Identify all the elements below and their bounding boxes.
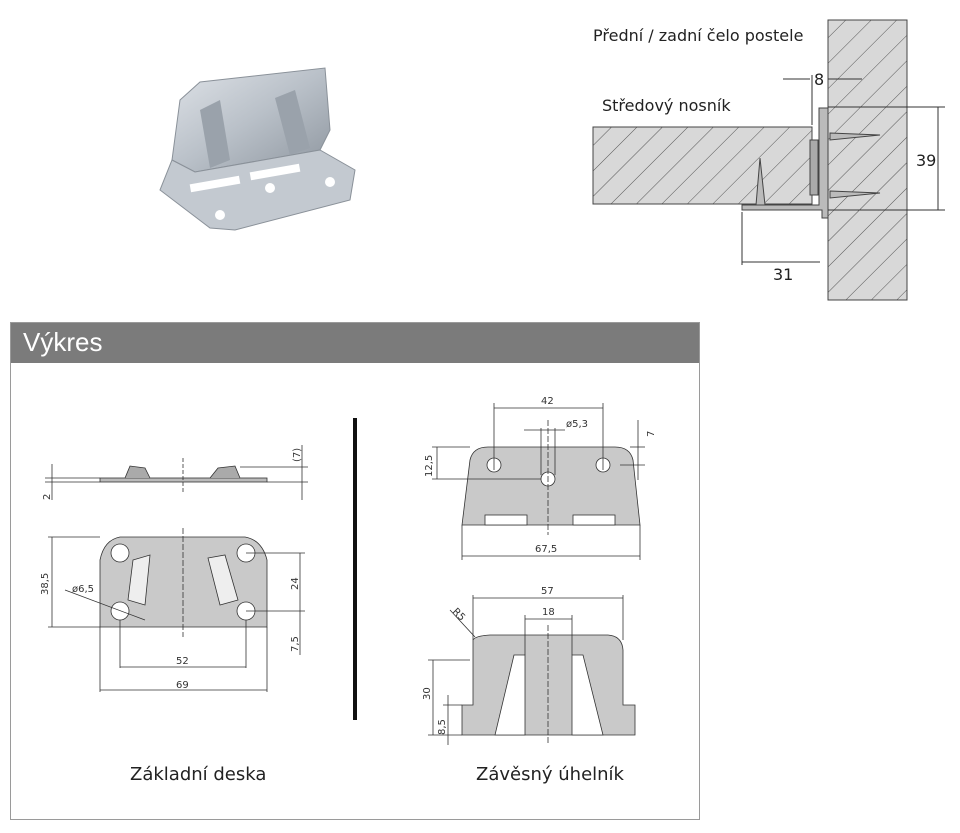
dim-hole-spacing-v: 24	[290, 577, 301, 590]
dim-thickness: 2	[42, 494, 53, 500]
dim-width: 67,5	[535, 544, 557, 555]
center-beam	[592, 126, 813, 205]
dim-height-ref: (7)	[292, 448, 303, 462]
dim-center-width: 18	[542, 607, 555, 618]
section-title: Výkres	[23, 327, 103, 357]
dim-width-top: 57	[541, 586, 554, 597]
dim-height: 38,5	[40, 573, 51, 595]
base-plate-caption: Základní deska	[130, 764, 267, 785]
dim-width: 69	[176, 680, 189, 691]
section-header: Výkres	[11, 323, 699, 363]
dim-height: 30	[422, 687, 433, 700]
dim-height: 39	[916, 151, 936, 170]
dim-offset-top: 7	[646, 431, 657, 437]
product-photo	[159, 67, 356, 231]
hanging-angle-drawing: 42 ø5,3 7 12,5 67,5 57 18 R5 30 8,5	[422, 396, 657, 745]
dim-base-height: 8,5	[437, 719, 448, 735]
drawing-section: Výkres	[10, 322, 700, 820]
dim-radius: R5	[450, 606, 467, 623]
dim-hole-dia: ø5,3	[566, 419, 588, 430]
hanging-angle-caption: Závěsný úhelník	[476, 764, 624, 785]
dim-hole-spacing-h: 52	[176, 656, 189, 667]
dim-gap: 8	[814, 70, 824, 89]
installation-diagram: Přední / zadní čelo postele Středový nos…	[592, 19, 945, 301]
label-front-back: Přední / zadní čelo postele	[593, 26, 803, 45]
base-plate-drawing: 2 (7) 38,5 ø6,5 24 7,5 52 69	[40, 445, 308, 692]
bed-end-wall	[827, 19, 908, 301]
dim-hole-offset: 12,5	[424, 455, 435, 477]
divider-line	[353, 418, 357, 720]
dim-hole-dia: ø6,5	[72, 584, 94, 595]
dim-depth: 31	[773, 265, 793, 284]
dim-hole-spacing: 42	[541, 396, 554, 407]
dim-edge: 7,5	[290, 636, 301, 652]
label-center-beam: Středový nosník	[602, 96, 731, 115]
